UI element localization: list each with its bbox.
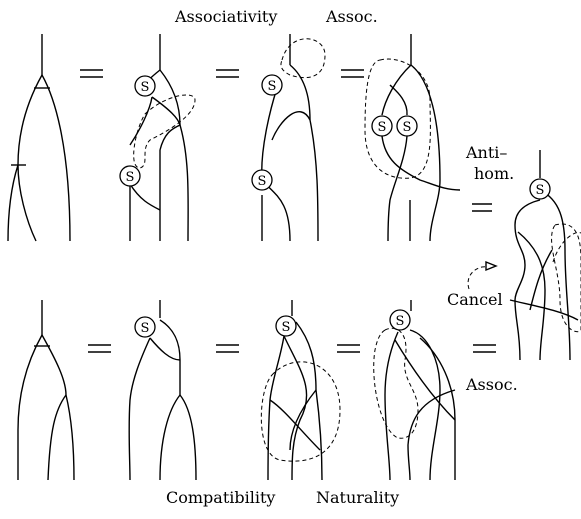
svg-text:S: S	[258, 174, 267, 189]
svg-text:S: S	[378, 120, 387, 135]
equals-sign	[216, 344, 239, 353]
equals-sign	[216, 69, 239, 78]
svg-text:S: S	[141, 321, 150, 336]
equals-sign	[80, 69, 103, 78]
label-associativity: Associativity	[174, 7, 277, 26]
diagram-coproduct-tree-top	[7, 34, 71, 242]
antipode-node: S	[251, 169, 273, 191]
equals-sign	[472, 203, 492, 212]
antipode-node: S	[134, 75, 156, 97]
label-anti: Anti–	[465, 143, 507, 162]
antipode-node: S	[134, 316, 156, 338]
equals-sign	[341, 69, 364, 78]
diagram-antipode-right	[509, 150, 581, 361]
cancel-arrow	[467, 260, 498, 290]
svg-text:S: S	[536, 183, 545, 198]
diagram-naturality	[260, 300, 341, 481]
antipode-node: S	[275, 315, 297, 337]
diagram-compatibility	[128, 300, 197, 481]
svg-text:S: S	[403, 120, 412, 135]
antipode-node: S	[261, 74, 283, 96]
svg-text:S: S	[396, 314, 405, 329]
label-compatibility: Compatibility	[166, 488, 275, 507]
svg-text:S: S	[268, 79, 277, 94]
equals-sign	[473, 344, 496, 353]
equals-sign	[337, 344, 360, 353]
diagram-antipode-1	[129, 34, 196, 242]
antipode-node: S	[371, 115, 393, 137]
antipode-node: S	[529, 178, 551, 200]
diagram-antipode-2	[261, 34, 326, 242]
label-naturality: Naturality	[316, 488, 399, 507]
label-hom: hom.	[474, 164, 514, 183]
svg-text:S: S	[126, 170, 135, 185]
antipode-node: S	[396, 115, 418, 137]
svg-text:S: S	[141, 80, 150, 95]
antipode-node: S	[119, 165, 141, 187]
label-cancel: Cancel	[447, 290, 503, 309]
diagram-coproduct-tree-bottom	[17, 300, 75, 481]
label-assoc-right: Assoc.	[465, 375, 518, 394]
equals-sign	[88, 344, 111, 353]
label-assoc-top: Assoc.	[325, 7, 378, 26]
diagram-antipode-bottom	[373, 300, 456, 481]
antipode-node: S	[389, 309, 411, 331]
diagram-antipode-3	[364, 34, 461, 242]
svg-text:S: S	[282, 320, 291, 335]
